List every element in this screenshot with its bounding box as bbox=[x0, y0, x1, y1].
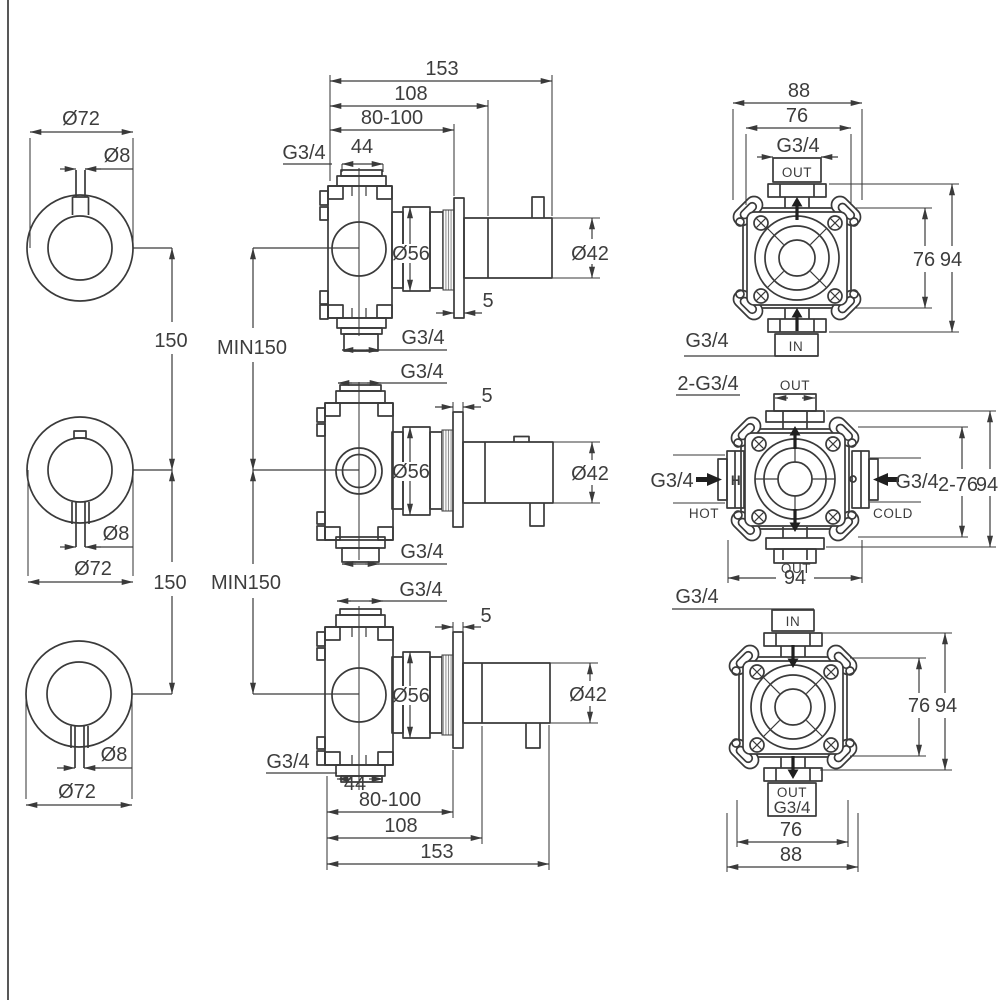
label-g34-in-bottom-valve: G3/4 bbox=[675, 586, 718, 608]
dim-153-bottom: 153 bbox=[420, 841, 453, 863]
dim-dia8-bottom: Ø8 bbox=[101, 744, 128, 766]
dim-94-top-height: 94 bbox=[940, 249, 962, 271]
dim-76-top-width: 76 bbox=[786, 105, 808, 127]
label-g34-out-bottom-valve: G3/4 bbox=[774, 798, 811, 817]
dim-76-bottom-height: 76 bbox=[908, 695, 930, 717]
dim-dia72-middle: Ø72 bbox=[74, 558, 112, 580]
label-h-hot-port: H bbox=[731, 473, 741, 488]
label-g34-bottom-outlet-bottom-valve: G3/4 bbox=[266, 751, 309, 773]
dim-44-bottom: 44 bbox=[344, 773, 366, 795]
side-view-valve-middle: Ø56 Ø42 5 G3/4 G3/4 bbox=[316, 361, 609, 567]
label-in-top-valve: IN bbox=[789, 339, 804, 354]
dim-dia42-bottom: Ø42 bbox=[569, 684, 607, 706]
label-out-bottom-middle-valve: OUT bbox=[781, 561, 811, 576]
dim-dia72-bottom: Ø72 bbox=[58, 781, 96, 803]
dim-153-top: 153 bbox=[425, 58, 458, 80]
dim-dia42-middle: Ø42 bbox=[571, 463, 609, 485]
dim-80-100-top: 80-100 bbox=[361, 107, 423, 129]
dim-dia42-top: Ø42 bbox=[571, 243, 609, 265]
dim-min150-lower: MIN150 bbox=[211, 572, 281, 594]
label-g34-top-bottom-valve: G3/4 bbox=[399, 579, 442, 601]
dim-dia56-bottom: Ø56 bbox=[392, 685, 430, 707]
front-view-handle-middle: Ø8 Ø72 bbox=[26, 416, 172, 585]
label-g34-in-top-valve: G3/4 bbox=[685, 330, 728, 352]
dim-94-middle-width: 94 bbox=[784, 567, 806, 589]
dim-dia8-middle: Ø8 bbox=[103, 523, 130, 545]
dim-dia8-top: Ø8 bbox=[104, 145, 131, 167]
dim-94-bottom-height: 94 bbox=[935, 695, 957, 717]
label-g34-top-middle-valve: G3/4 bbox=[400, 361, 443, 383]
dim-dia56-top: Ø56 bbox=[392, 243, 430, 265]
label-cold: COLD bbox=[873, 506, 913, 521]
label-g34-out-top-valve: G3/4 bbox=[776, 135, 819, 157]
dim-5-bottom: 5 bbox=[480, 605, 491, 627]
back-view-valve-middle: 2-G3/4 OUT H G3/4 HOT G3/4 COLD OUT 94 2… bbox=[650, 373, 998, 589]
label-g34-hot-inlet: G3/4 bbox=[650, 470, 693, 492]
label-g34-top-inlet: G3/4 bbox=[282, 142, 325, 164]
dim-150-lower: 150 bbox=[153, 572, 186, 594]
dim-108-bottom: 108 bbox=[384, 815, 417, 837]
side-view-valve-top: Ø56 Ø42 5 G3/4 44 80-100 108 153 G3/4 bbox=[282, 58, 609, 353]
vertical-dim-150: 150 150 bbox=[153, 247, 188, 695]
dim-5-top: 5 bbox=[482, 290, 493, 312]
dim-5-middle: 5 bbox=[481, 385, 492, 407]
dim-150-upper: 150 bbox=[154, 330, 187, 352]
dim-min150-upper: MIN150 bbox=[217, 337, 287, 359]
dim-44-top: 44 bbox=[351, 136, 373, 158]
label-out-top-valve: OUT bbox=[782, 165, 812, 180]
label-g34-cold-inlet: G3/4 bbox=[895, 471, 938, 493]
back-view-valve-top: OUT G3/4 76 88 IN G3/4 76 94 bbox=[684, 80, 962, 357]
dim-76-bottom-width: 76 bbox=[780, 819, 802, 841]
label-g34-bottom-middle-valve: G3/4 bbox=[400, 541, 443, 563]
dim-dia56-middle: Ø56 bbox=[392, 461, 430, 483]
vertical-dim-min150: MIN150 MIN150 bbox=[211, 247, 359, 695]
back-view-valve-bottom: IN G3/4 OUT G3/4 76 88 76 94 bbox=[672, 586, 957, 872]
label-out-top-middle-valve: OUT bbox=[780, 378, 810, 393]
dim-88-bottom-width: 88 bbox=[780, 844, 802, 866]
dim-88-top-width: 88 bbox=[788, 80, 810, 102]
dim-dia72-top: Ø72 bbox=[62, 108, 100, 130]
dim-80-100-bottom: 80-100 bbox=[359, 789, 421, 811]
label-out-bottom-outlet: OUT bbox=[777, 785, 807, 800]
side-view-valve-bottom: Ø56 Ø42 5 G3/4 G3/4 44 80-100 108 153 bbox=[266, 579, 607, 870]
label-g34-bottom-outlet-top-valve: G3/4 bbox=[401, 327, 444, 349]
dim-94-middle-height: 94 bbox=[976, 474, 998, 496]
label-hot: HOT bbox=[689, 506, 719, 521]
dim-108-top: 108 bbox=[394, 83, 427, 105]
dim-2-76-middle: 2-76 bbox=[938, 474, 978, 496]
label-2-g34-middle-valve: 2-G3/4 bbox=[677, 373, 738, 395]
front-view-handle-top: Ø8 Ø72 bbox=[26, 108, 172, 302]
front-view-handle-bottom: Ø8 Ø72 bbox=[25, 640, 172, 808]
label-in-bottom-valve: IN bbox=[786, 614, 801, 629]
dim-76-top-height: 76 bbox=[913, 249, 935, 271]
